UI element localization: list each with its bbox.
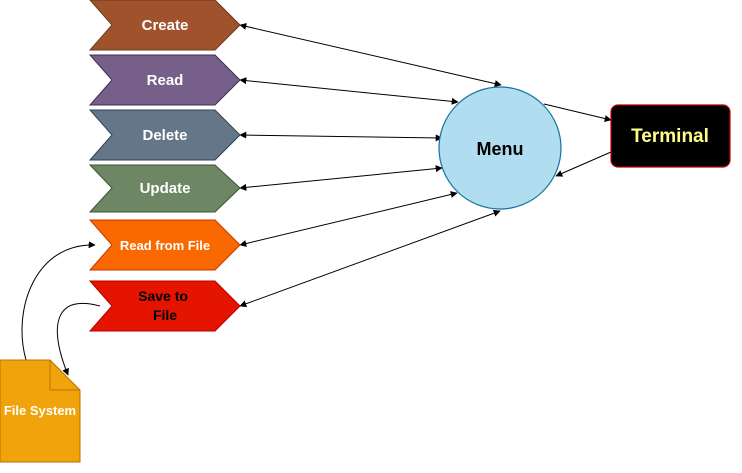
edge-terminal-menu bbox=[555, 151, 612, 177]
edge-menu-create bbox=[239, 23, 502, 87]
create-label: Create bbox=[142, 17, 189, 34]
edge-menu-read bbox=[239, 77, 459, 105]
update-label: Update bbox=[140, 180, 191, 197]
create-shape bbox=[88, 0, 241, 51]
read-shape bbox=[88, 54, 241, 106]
terminal-label: Terminal bbox=[631, 126, 709, 147]
update-node[interactable]: Update bbox=[88, 164, 241, 213]
edge-menu-terminal bbox=[543, 103, 612, 122]
read-from-file-label: Read from File bbox=[120, 238, 210, 253]
file-system-fold bbox=[49, 360, 80, 391]
update-shape bbox=[88, 164, 241, 213]
read-from-file-shape bbox=[88, 219, 241, 271]
read-from-file-node[interactable]: Read from File bbox=[88, 219, 241, 271]
save-to-file-shape bbox=[88, 280, 241, 332]
create-node[interactable]: Create bbox=[88, 0, 241, 51]
read-node[interactable]: Read bbox=[88, 54, 241, 106]
edge-menu-update bbox=[239, 165, 443, 191]
save-to-file-label-line1: Save to bbox=[138, 288, 188, 304]
file-system-icon bbox=[0, 359, 81, 463]
terminal-box bbox=[610, 104, 731, 168]
save-to-file-node[interactable]: Save to File bbox=[88, 280, 241, 332]
menu-node[interactable]: Menu bbox=[438, 86, 562, 210]
read-label: Read bbox=[147, 72, 184, 89]
save-to-file-label-line2: File bbox=[153, 307, 177, 323]
edge-save-to-file-file-system bbox=[56, 302, 101, 376]
delete-label: Delete bbox=[142, 127, 187, 144]
menu-circle bbox=[438, 86, 562, 210]
edges bbox=[21, 23, 612, 376]
edge-menu-read-from-file bbox=[239, 191, 458, 247]
file-system-label: File System bbox=[4, 403, 76, 418]
edge-menu-delete bbox=[239, 131, 443, 142]
terminal-node[interactable]: Terminal bbox=[610, 104, 731, 168]
delete-node[interactable]: Delete bbox=[88, 109, 241, 161]
menu-label: Menu bbox=[477, 139, 524, 159]
save-to-file-label: Save to File bbox=[138, 288, 192, 323]
delete-shape bbox=[88, 109, 241, 161]
file-system-node[interactable]: File System bbox=[0, 359, 81, 463]
edge-file-system-read-from-file bbox=[21, 241, 96, 361]
edge-menu-save-to-file bbox=[239, 209, 501, 308]
